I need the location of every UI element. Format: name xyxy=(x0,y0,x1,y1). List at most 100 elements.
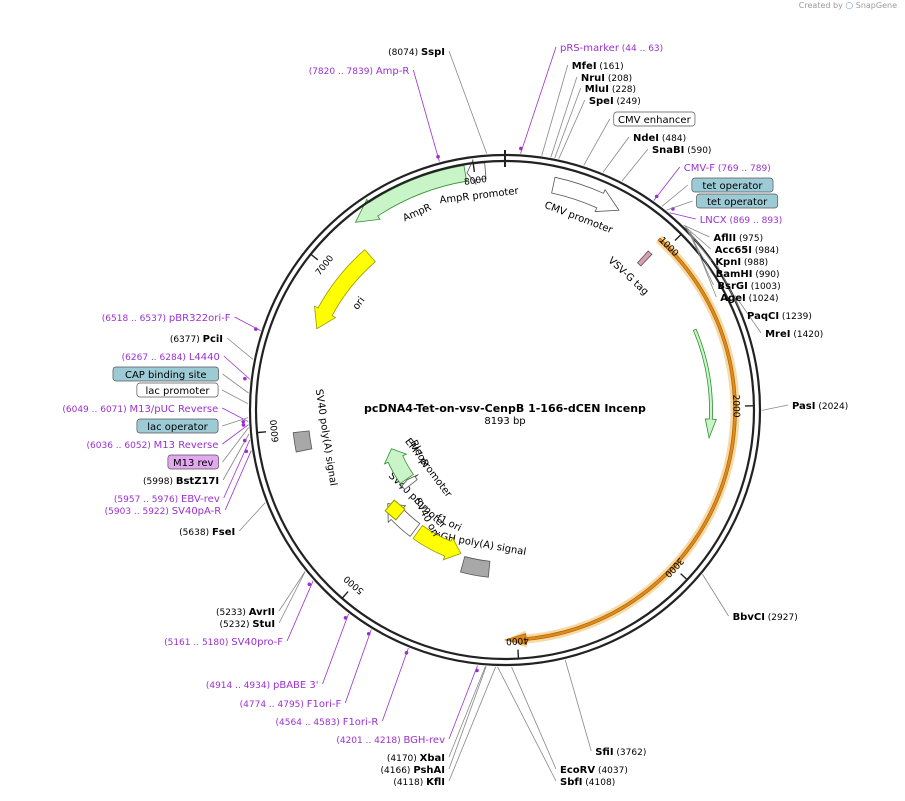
enzyme-label: BsrGI (1003) xyxy=(717,281,780,292)
enzyme-leader xyxy=(702,574,729,617)
boxed-label-text: M13 rev xyxy=(173,458,214,469)
enzyme-label: (5998) BstZ17I xyxy=(143,476,219,487)
primer-mark xyxy=(307,582,312,587)
feature-label: AmpR xyxy=(401,202,433,224)
enzyme-leader xyxy=(761,404,789,411)
primer-label: (7820 .. 7839) Amp-R xyxy=(309,66,410,77)
snapgene-logo-icon: ○ xyxy=(845,1,854,11)
sv40-ori-box xyxy=(384,499,406,521)
boxed-label-leader xyxy=(583,118,611,166)
primer-leader xyxy=(344,629,372,704)
boxed-label-leader xyxy=(222,427,249,463)
primer-leader xyxy=(520,46,557,154)
boxed-label-leader xyxy=(666,200,693,211)
tick-label: 8000 xyxy=(464,175,488,188)
enzyme-label: (6377) PciI xyxy=(170,334,223,345)
feature-label: AmpR promoter xyxy=(439,186,520,207)
enzyme-leader xyxy=(497,666,557,782)
boxed-label-frame xyxy=(696,193,779,209)
enzyme-label: NruI (208) xyxy=(581,73,632,84)
watermark-name: SnapGene xyxy=(855,1,897,10)
enzyme-label: Acc65I (984) xyxy=(715,245,779,256)
feature-arrow xyxy=(314,249,376,330)
feature-arrow xyxy=(692,328,717,440)
primer-label: (4201 .. 4218) BGH-rev xyxy=(336,735,445,746)
plasmid-center-title: pcDNA4-Tet-on-vsv-CenpB 1-166-dCEN Incen… xyxy=(364,402,646,427)
boxed-label-text: lac operator xyxy=(147,422,208,433)
primer-leader xyxy=(412,69,440,162)
enzyme-leader xyxy=(541,64,569,156)
primer-label: (6036 .. 6052) M13 Reverse xyxy=(87,440,219,451)
boxed-label-text: CMV enhancer xyxy=(618,115,692,126)
feature-arrow xyxy=(551,176,620,212)
boxed-label-frame xyxy=(136,418,219,434)
primer-leader xyxy=(224,450,252,511)
enzyme-label: MfeI (161) xyxy=(572,61,624,72)
enzyme-leader xyxy=(448,666,486,758)
enzyme-label: (5232) StuI xyxy=(220,619,276,630)
boxed-label-frame xyxy=(691,177,774,193)
tick-mark xyxy=(674,233,682,242)
feature-arrow xyxy=(636,250,653,267)
watermark-prefix: Created by xyxy=(798,1,843,10)
enzyme-leader xyxy=(602,136,630,173)
boxed-label-text: tet operator xyxy=(702,181,763,192)
enzyme-label: (4166) PshAI xyxy=(381,765,445,776)
primer-mark xyxy=(243,376,247,381)
enzyme-label: EcoRV (4037) xyxy=(560,765,628,776)
boxed-label-frame xyxy=(136,382,219,398)
enzyme-label: MluI (228) xyxy=(585,84,636,95)
primer-leader xyxy=(234,316,261,331)
enzyme-label: BbvCI (2927) xyxy=(733,612,798,623)
primer-label: pRS-marker (44 .. 63) xyxy=(560,43,663,54)
enzyme-leader xyxy=(238,502,266,532)
feature-label: SV40 poly(A) signal xyxy=(313,388,339,486)
tick-mark xyxy=(341,591,349,599)
boxed-label-text: tet operator xyxy=(707,197,768,208)
primer-mark xyxy=(242,438,247,443)
primer-leader xyxy=(286,580,314,642)
enzyme-leader xyxy=(564,659,592,752)
enzyme-label: PaqCI (1239) xyxy=(747,311,812,322)
tick-label: 2000 xyxy=(730,395,740,418)
primer-label: (4914 .. 4934) pBABE 3' xyxy=(206,680,319,691)
feature-label: ori xyxy=(351,295,368,312)
primer-label: (6518 .. 6537) pBR322ori-F xyxy=(102,313,231,324)
enzyme-label: AgeI (1024) xyxy=(720,293,778,304)
tick-mark xyxy=(680,573,688,581)
enzyme-leader xyxy=(621,148,649,182)
snapgene-watermark: Created by ○ SnapGene xyxy=(799,1,897,11)
enzyme-leader xyxy=(448,666,487,770)
primer-leader xyxy=(223,439,251,499)
enzyme-leader xyxy=(558,99,586,159)
primer-leader xyxy=(322,613,349,685)
boxed-label-leader xyxy=(221,417,249,427)
primer-label: (5161 .. 5180) SV40pro-F xyxy=(164,637,283,648)
tick-mark xyxy=(472,162,476,173)
enzyme-label: SbfI (4108) xyxy=(560,777,615,788)
enzyme-leader xyxy=(684,226,712,250)
primer-leader xyxy=(222,407,249,422)
enzyme-leader xyxy=(278,571,306,624)
enzyme-leader xyxy=(554,87,582,159)
tick-label: 4000 xyxy=(505,635,529,646)
enzyme-leader xyxy=(683,224,710,238)
enzyme-leader xyxy=(689,231,717,298)
enzyme-leader xyxy=(448,50,488,154)
primer-leader xyxy=(382,648,409,722)
feature-arrow xyxy=(383,448,414,485)
primer-mark xyxy=(241,423,246,427)
primer-label: CMV-F (769 .. 789) xyxy=(684,163,771,174)
enzyme-label: SpeI (249) xyxy=(589,96,641,107)
feature-arrow xyxy=(292,430,313,453)
primer-label: (6267 .. 6284) L4440 xyxy=(122,352,220,363)
enzyme-label: (5638) FseI xyxy=(179,527,235,538)
primer-label: (4774 .. 4795) F1ori-F xyxy=(240,699,342,710)
plasmid-name: pcDNA4-Tet-on-vsv-CenpB 1-166-dCEN Incen… xyxy=(364,402,646,415)
enzyme-label: MreI (1420) xyxy=(765,329,823,340)
boxed-label-frame xyxy=(613,111,696,127)
boxed-label-leader xyxy=(221,389,249,405)
enzyme-label: BamHI (990) xyxy=(716,269,780,280)
boxed-label-frame xyxy=(167,454,219,470)
